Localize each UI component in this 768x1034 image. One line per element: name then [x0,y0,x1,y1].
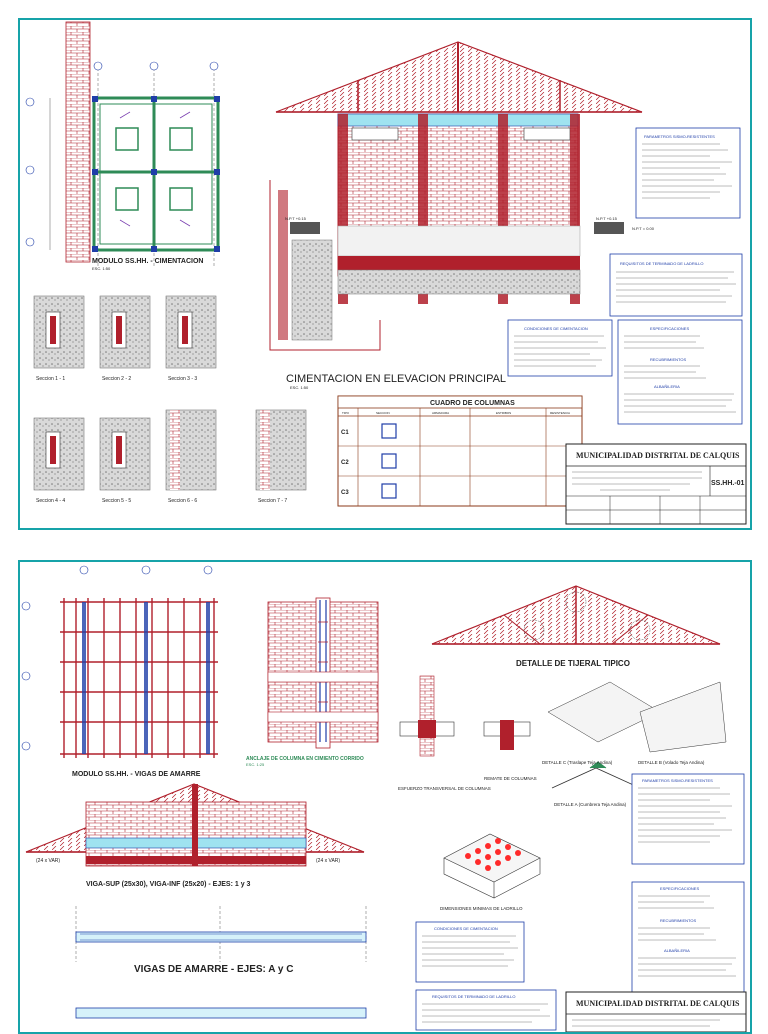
section-6-label: Seccion 6 - 6 [168,498,197,504]
note2-title: REQUISITOS DE TERMINADO DE LADRILLO [620,261,703,266]
section-details [33,295,307,491]
titleblock-org: MUNICIPALIDAD DISTRITAL DE CALQUIS [576,451,740,460]
beams-ac [75,906,367,1019]
detail-c-label: DETALLE C (Traslape Teja Andina) [542,760,613,765]
plan-scale: ESC. 1:50 [92,266,111,271]
col-header-estribos: ESTRIBOS [496,411,511,415]
npt-left: N.P.T +0.15 [285,216,307,221]
col-type-c3: C3 [341,490,349,496]
elevation-scale: ESC. 1:50 [290,385,309,390]
drawing-sheet-1: MODULO SS.HH. - CIMENTACION ESC. 1:50 N.… [18,18,752,530]
col-header-armadura: ARMADURA [432,411,449,415]
title-block [565,443,747,525]
titleblock-sheet-code: SS.HH.-01 [711,480,745,487]
brick-title: DIMENSIONES MINIMAS DE LADRILLO [440,906,523,911]
anchor-title: ANCLAJE DE COLUMNA EN CIMIENTO CORRIDO [246,756,364,762]
beam-elevation [25,783,365,867]
col-header-tipo: TIPO [342,411,350,415]
note2-6-title: REQUISITOS DE TERMINADO DE LADRILLO [432,994,515,999]
eave-right: (24 x VAR) [316,858,340,864]
beam-title: VIGA-SUP (25x30), VIGA-INF (25x20) - EJE… [86,881,251,888]
truss-detail [431,585,721,645]
columns-table-title: CUADRO DE COLUMNAS [430,400,515,407]
npt-far-right: N.P.T = 0.00 [632,226,655,231]
col-header-seccion: SECCION [376,411,390,415]
elevation-title: CIMENTACION EN ELEVACION PRINCIPAL [286,373,506,385]
stirrup-title: ESFUERZO TRANSVERSAL DE COLUMNAS [398,786,491,791]
drawing-sheet-2: MODULO SS.HH. - VIGAS DE AMARRE ANCLAJE … [18,560,752,1034]
note2-2-title: ESPECIFICACIONES [660,886,699,891]
note4-title: ESPECIFICACIONES [650,326,689,331]
note1-title: PARAMETROS SISMO-RESISTENTES [644,134,715,139]
truss-title: DETALLE DE TIJERAL TIPICO [516,659,630,668]
detail-a-label: DETALLE A (Cumbrera Teja Andina) [554,802,627,807]
foundation-plan [25,61,220,268]
npt-right: N.P.T +0.15 [596,216,618,221]
note2-1-title: PARAMETROS SISMO-RESISTENTES [642,778,713,783]
note6-title: ALBAÑILERIA [654,384,680,389]
titleblock-2-org: MUNICIPALIDAD DISTRITAL DE CALQUIS [576,999,740,1008]
column-top-title: REMATE DE COLUMNAS [484,776,537,781]
beams-ac-title: VIGAS DE AMARRE - EJES: A y C [134,964,293,975]
wall-strip-left [65,21,91,263]
col-type-c2: C2 [341,460,349,466]
section-3-label: Seccion 3 - 3 [168,376,197,382]
foundation-elevation [269,41,643,351]
brick-detail [443,833,541,899]
section-4-label: Seccion 4 - 4 [36,498,65,504]
note2-3-title: RECUBRIMIENTOS [660,918,696,923]
anchor-scale: ESC. 1:25 [246,762,265,767]
col-type-c1: C1 [341,430,349,436]
beams-plan [21,565,218,758]
plan-title: MODULO SS.HH. - CIMENTACION [92,258,203,265]
section-5-label: Seccion 5 - 5 [102,498,131,504]
eave-left: (24 x VAR) [36,858,60,864]
title-block-2 [565,991,747,1032]
sheet-1-canvas: MODULO SS.HH. - CIMENTACION ESC. 1:50 N.… [25,21,747,525]
column-details [399,675,727,789]
note3-title: CONDICIONES DE CIMENTACION [524,326,588,331]
col-header-resistencia: RESISTENCIA [550,411,570,415]
note2-4-title: ALBAÑILERIA [664,948,690,953]
beams-plan-title: MODULO SS.HH. - VIGAS DE AMARRE [72,771,201,778]
columns-table [337,395,583,507]
notes-blocks [507,127,743,425]
note2-5-title: CONDICIONES DE CIMENTACION [434,926,498,931]
notes-blocks-2 [415,773,745,1031]
note5-title: RECUBRIMIENTOS [650,357,686,362]
section-2-label: Seccion 2 - 2 [102,376,131,382]
sheet-2-canvas: MODULO SS.HH. - VIGAS DE AMARRE ANCLAJE … [21,565,747,1032]
section-1-label: Seccion 1 - 1 [36,376,65,382]
anchor-detail [267,597,379,749]
detail-b-label: DETALLE B (Volado Teja Andina) [638,760,705,765]
section-7-label: Seccion 7 - 7 [258,498,287,504]
